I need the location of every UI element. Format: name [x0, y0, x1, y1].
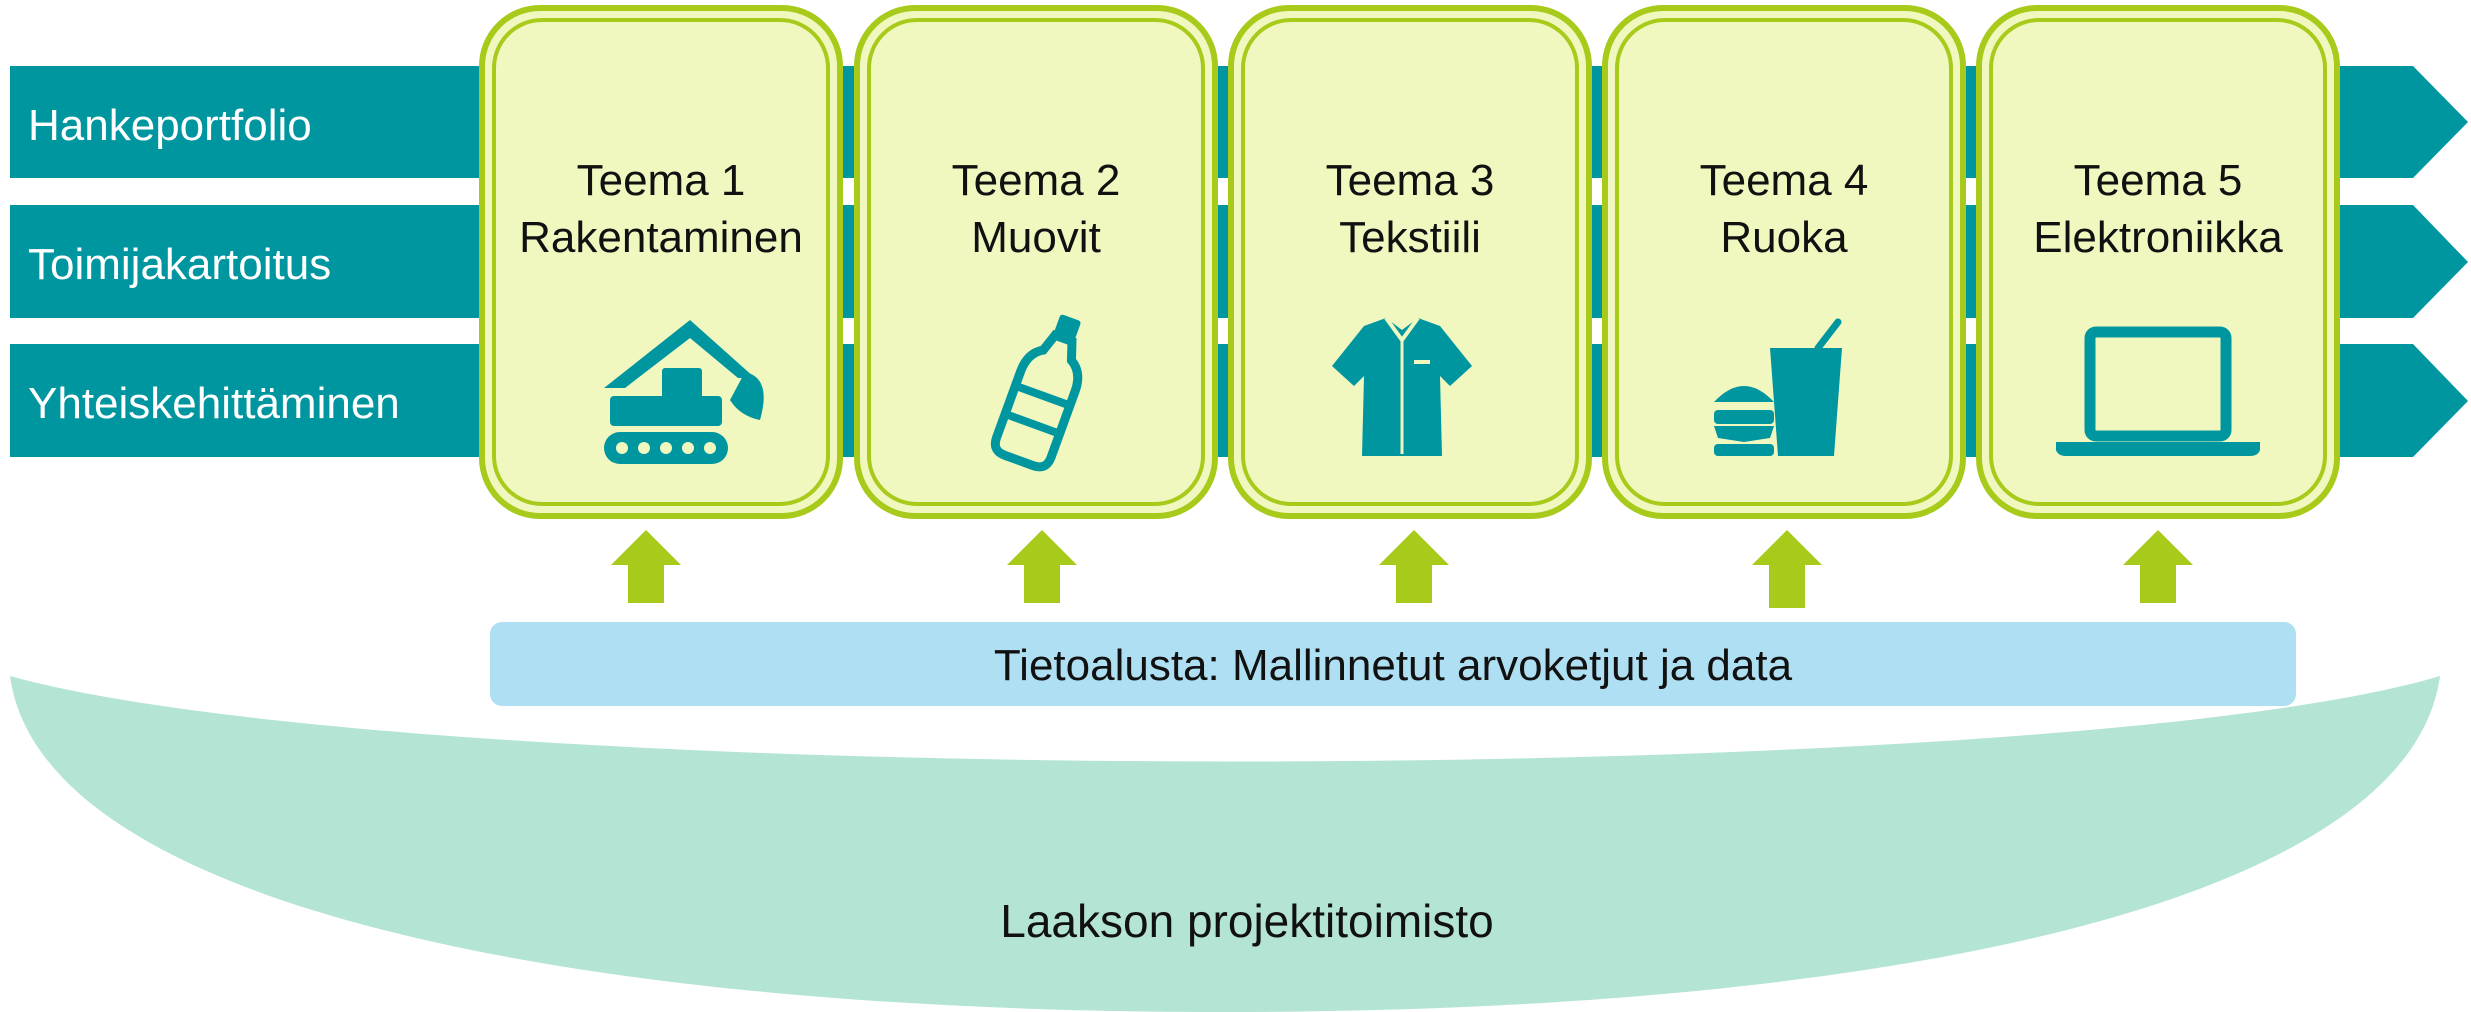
bottle-icon	[990, 314, 1083, 472]
row-label-yhteiskehittaminen: Yhteiskehittäminen	[28, 379, 400, 428]
theme-2-title: Teema 2	[952, 156, 1121, 205]
theme-1-title: Teema 1	[577, 156, 746, 205]
up-arrows	[611, 530, 2193, 608]
food-icon	[1714, 318, 1842, 456]
shirt-icon	[1332, 316, 1472, 456]
theme-5-subtitle: Elektroniikka	[2033, 213, 2283, 262]
theme-1-subtitle: Rakentaminen	[519, 213, 803, 262]
theme-3-title: Teema 3	[1326, 156, 1495, 205]
up-arrow-4	[1752, 530, 1822, 608]
theme-4-title: Teema 4	[1700, 156, 1869, 205]
platform-bar	[490, 622, 2296, 706]
up-arrow-2	[1007, 530, 1077, 603]
theme-card-5: Teema 5 Elektroniikka	[1976, 5, 2340, 519]
laptop-icon	[2056, 326, 2260, 456]
platform-label: Tietoalusta: Mallinnetut arvoketjut ja d…	[994, 641, 1793, 690]
theme-2-subtitle: Muovit	[971, 213, 1101, 262]
up-arrow-1	[611, 530, 681, 603]
row-label-toimijakartoitus: Toimijakartoitus	[28, 240, 331, 289]
up-arrow-5	[2123, 530, 2193, 603]
up-arrow-3	[1379, 530, 1449, 603]
excavator-icon	[604, 320, 764, 464]
office-label: Laakson projektitoimisto	[1000, 895, 1493, 947]
row-label-hankeportfolio: Hankeportfolio	[28, 101, 312, 150]
theme-card-3: Teema 3 Tekstiili	[1228, 5, 1592, 519]
theme-card-4: Teema 4 Ruoka	[1602, 5, 1966, 519]
theme-card-1: Teema 1 Rakentaminen	[479, 5, 843, 519]
theme-4-subtitle: Ruoka	[1720, 213, 1848, 262]
theme-5-title: Teema 5	[2074, 156, 2243, 205]
office-bowl	[10, 676, 2440, 1012]
theme-3-subtitle: Tekstiili	[1339, 213, 1481, 262]
theme-card-2: Teema 2 Muovit	[854, 5, 1218, 519]
